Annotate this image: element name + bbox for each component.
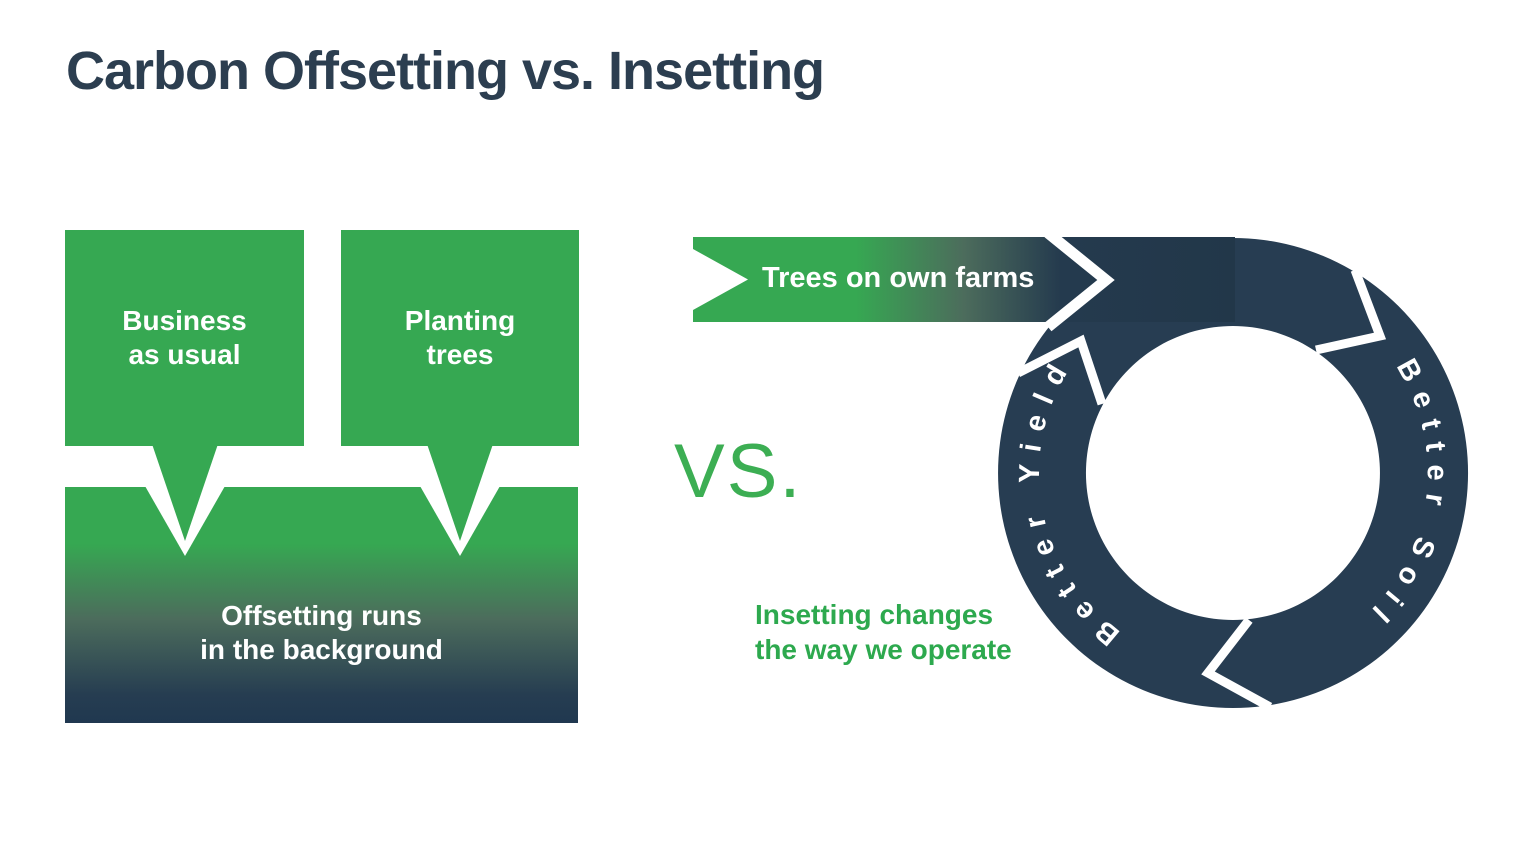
offsetting-background-box: Offsetting runs in the background bbox=[65, 487, 578, 723]
bubble-line: Business bbox=[122, 305, 247, 336]
bubble-line: as usual bbox=[128, 339, 241, 370]
cycle-ring bbox=[998, 238, 1469, 708]
banner-chevron bbox=[1044, 228, 1115, 332]
bubble-line: trees bbox=[426, 339, 494, 370]
insetting-caption: Insetting changes the way we operate bbox=[755, 597, 1012, 667]
caption-line: Insetting changes bbox=[755, 599, 994, 630]
bubble-line: Planting bbox=[404, 305, 516, 336]
ring-chevron-top-right bbox=[1315, 268, 1387, 355]
speech-bubble-planting-trees: Planting trees bbox=[341, 230, 579, 446]
banner-label: Trees on own farms bbox=[762, 262, 1035, 294]
background-box-line: in the background bbox=[200, 634, 443, 665]
vs-label: VS. bbox=[674, 429, 803, 514]
speech-bubble-business-as-usual: Business as usual bbox=[65, 230, 304, 446]
background-box-line: Offsetting runs bbox=[221, 600, 422, 631]
insetting-banner-arrow bbox=[693, 237, 1235, 322]
bubble-tail-right bbox=[427, 444, 493, 541]
caption-line: the way we operate bbox=[755, 634, 1012, 665]
ring-chevron-top-left bbox=[1015, 334, 1107, 406]
ring-chevron-bottom bbox=[1201, 617, 1273, 711]
bubble-tail-left bbox=[152, 444, 218, 541]
page-title: Carbon Offsetting vs. Insetting bbox=[66, 41, 825, 101]
